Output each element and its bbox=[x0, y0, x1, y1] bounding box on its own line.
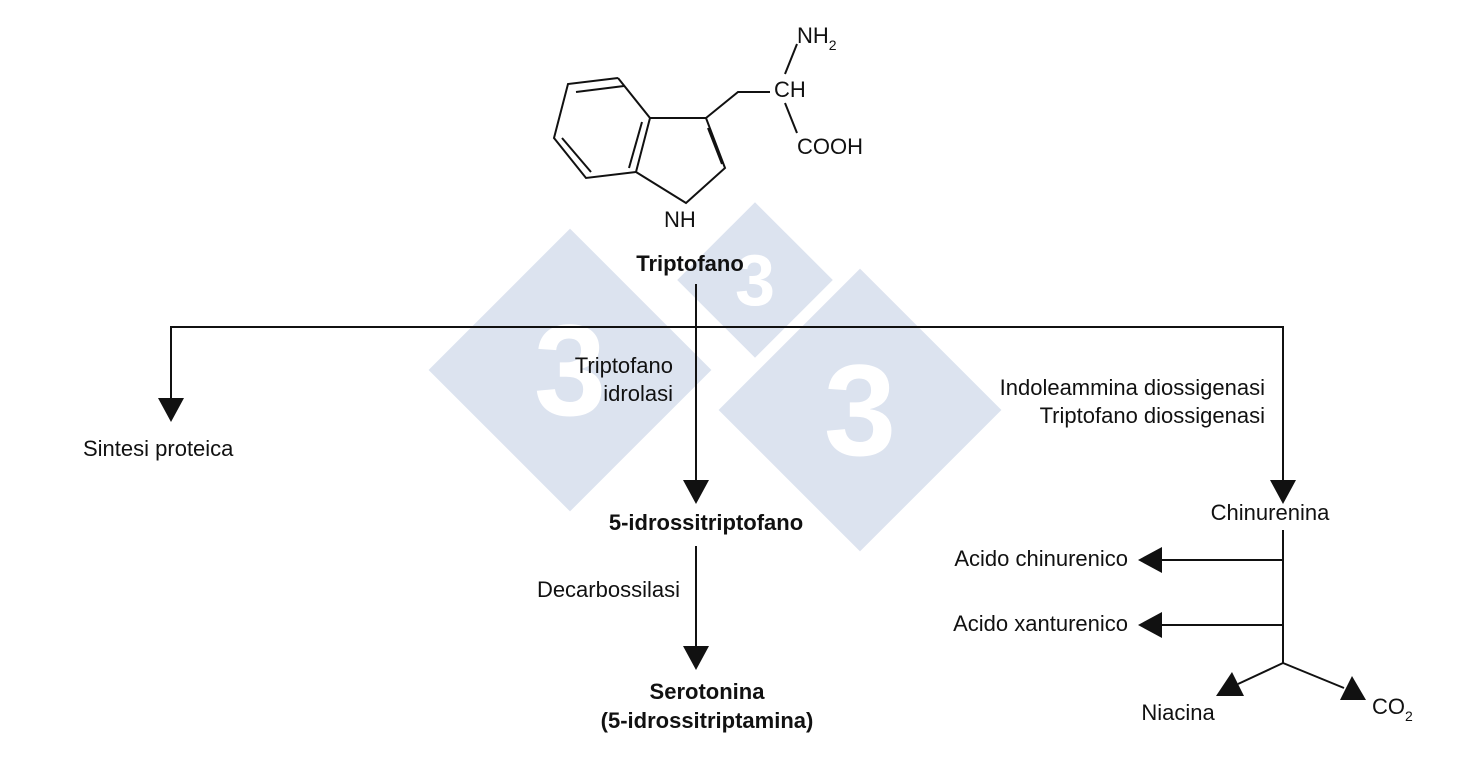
enzyme-tryptophan-hydrolase-line2: idrolasi bbox=[603, 381, 673, 406]
enzyme-tryptophan-hydrolase-line1: Triptofano bbox=[575, 353, 673, 378]
arrow-to-serotonin bbox=[683, 646, 709, 670]
kynurenic-acid-label: Acido chinurenico bbox=[954, 546, 1128, 571]
xanthurenic-acid-label: Acido xanturenico bbox=[953, 611, 1128, 636]
watermark-glyph-right: 3 bbox=[824, 337, 896, 483]
enzyme-ido-label: Indoleammina diossigenasi bbox=[1000, 375, 1265, 400]
niacin-line bbox=[1237, 662, 1284, 685]
atom-nh: NH bbox=[664, 207, 696, 232]
pyrrole-double-bond bbox=[707, 127, 723, 165]
serotonin-label-line1: Serotonina bbox=[650, 679, 766, 704]
enzyme-tdo-label: Triptofano diossigenasi bbox=[1040, 403, 1265, 428]
horizontal-branch-line bbox=[170, 326, 1284, 480]
niacin-label: Niacina bbox=[1141, 700, 1215, 725]
serotonin-label-line2: (5-idrossitriptamina) bbox=[601, 708, 814, 733]
atom-cooh: COOH bbox=[797, 134, 863, 159]
arrow-to-xanthurenic-acid bbox=[1138, 612, 1162, 638]
protein-synthesis-label: Sintesi proteica bbox=[83, 436, 234, 461]
side-chain-ch2 bbox=[705, 91, 770, 119]
arrow-to-kynurenic-acid bbox=[1138, 547, 1162, 573]
enzyme-decarboxylase: Decarbossilasi bbox=[537, 577, 680, 602]
watermark-glyph-top: 3 bbox=[735, 241, 775, 321]
atom-ch: CH bbox=[774, 77, 806, 102]
benzene-ring bbox=[552, 77, 652, 180]
benzene-double-bond-1 bbox=[575, 85, 625, 93]
co2-line bbox=[1282, 662, 1345, 689]
watermark-glyph-left: 3 bbox=[534, 297, 606, 443]
tryptophan-structure: NH2 CH COOH NH bbox=[552, 23, 863, 232]
arrow-to-co2 bbox=[1340, 676, 1366, 700]
arrow-to-niacin bbox=[1216, 672, 1244, 696]
arrow-to-5-htp bbox=[683, 480, 709, 504]
pyrrole-ring bbox=[635, 117, 727, 205]
arrow-to-kynurenine bbox=[1270, 480, 1296, 504]
kynurenine-label: Chinurenina bbox=[1211, 500, 1330, 525]
co2-label: CO2 bbox=[1372, 694, 1413, 724]
5-htp-label: 5-idrossitriptofano bbox=[609, 510, 803, 535]
bond-ch-nh2 bbox=[784, 43, 798, 75]
watermark-diamond-top bbox=[677, 202, 833, 358]
benzene-double-bond-2 bbox=[561, 137, 592, 173]
arrow-to-protein-synthesis bbox=[158, 398, 184, 422]
bond-ch-cooh bbox=[784, 102, 798, 134]
tryptophan-label: Triptofano bbox=[636, 251, 744, 276]
benzene-double-bond-3 bbox=[628, 121, 643, 169]
atom-nh2: NH2 bbox=[797, 23, 837, 53]
